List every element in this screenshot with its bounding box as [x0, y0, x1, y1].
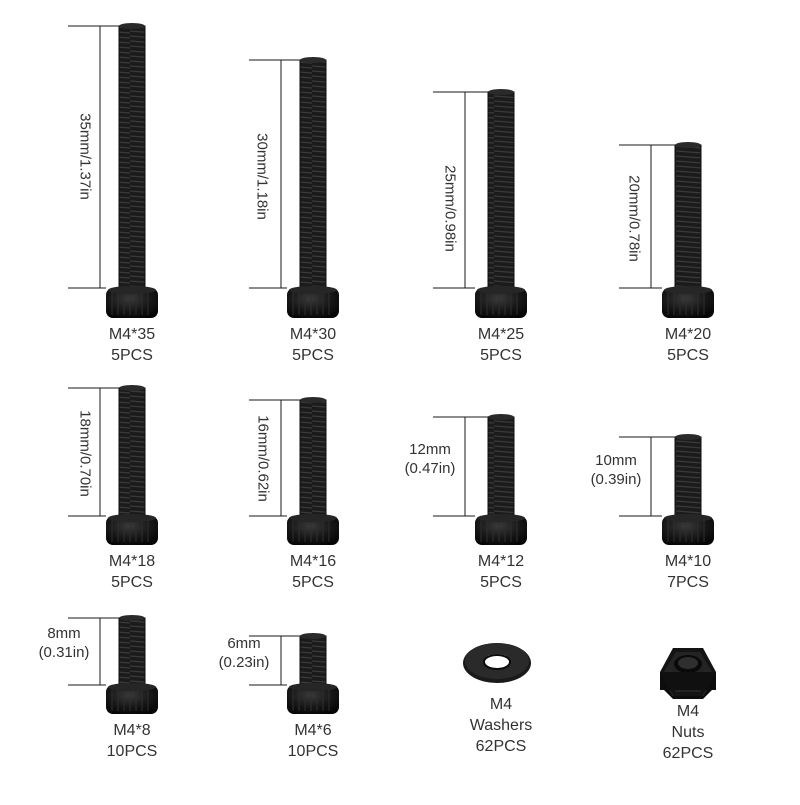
screw-m4-20-icon: [662, 142, 714, 318]
screw-m4-18-icon: [106, 385, 158, 545]
dim-label-16: 16mm/0.62in: [254, 415, 272, 502]
dim-label-8: 8mm(0.31in): [38, 625, 90, 661]
screw-m4-30-icon: [287, 57, 339, 318]
screw-m4-8-icon: [106, 615, 158, 714]
dim-label-30: 30mm/1.18in: [253, 133, 271, 220]
screw-m4-25-icon: [475, 89, 527, 318]
screw-m4-10-icon: [662, 434, 714, 545]
dimension-line-m4-6: [249, 635, 301, 686]
dimension-line-m4-10: [619, 436, 676, 517]
dim-label-20: 20mm/0.78in: [625, 175, 643, 262]
dimension-line-m4-12: [433, 416, 489, 517]
washer-icon: [463, 643, 531, 683]
screw-m4-12-icon: [475, 414, 527, 545]
dim-label-35: 35mm/1.37in: [76, 113, 94, 200]
dimension-line-m4-35: [68, 25, 120, 289]
screw-m4-16-icon: [287, 397, 339, 545]
dimension-line-m4-16: [249, 399, 301, 517]
dimension-line-m4-8: [68, 617, 120, 686]
dimension-line-m4-20: [619, 144, 676, 289]
dimension-line-m4-25: [433, 91, 489, 289]
dim-label-6: 6mm(0.23in): [218, 635, 270, 671]
dim-label-25: 25mm/0.98in: [441, 165, 459, 252]
screw-m4-35-icon: [106, 23, 158, 318]
dim-label-18: 18mm/0.70in: [76, 410, 94, 497]
screw-m4-6-icon: [287, 633, 339, 714]
dimension-line-m4-30: [249, 59, 301, 289]
dim-label-12: 12mm(0.47in): [404, 441, 456, 477]
dimension-line-m4-18: [68, 387, 120, 517]
hex-nut-icon: [660, 648, 716, 699]
dim-label-10: 10mm(0.39in): [590, 452, 642, 488]
